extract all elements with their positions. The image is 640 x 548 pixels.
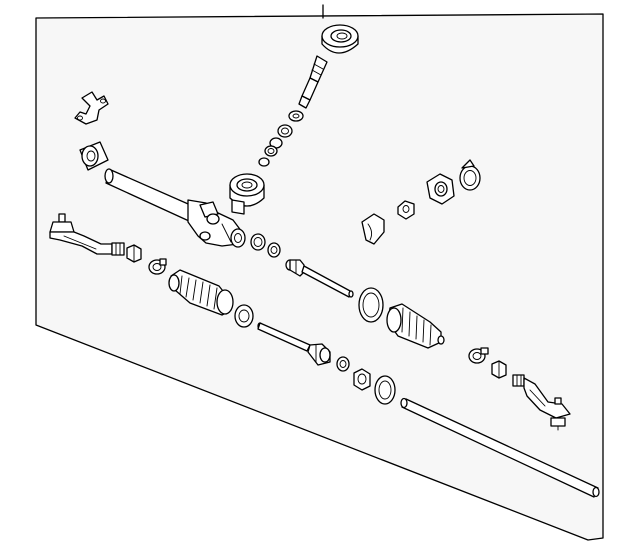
rack-housing-body: [187, 199, 246, 248]
lower-seal-rings: [336, 356, 371, 391]
left-boot: [168, 269, 234, 316]
rack-mount-bushing: [79, 141, 109, 171]
gear-o-rings: [250, 233, 281, 258]
right-outer-tie-rod: [512, 374, 571, 431]
right-boot-clamp: [468, 347, 489, 364]
adjuster-cover: [459, 159, 481, 191]
adjuster-plug-parts: [397, 200, 415, 220]
pinion-shaft: [298, 55, 328, 109]
left-boot-ring: [234, 304, 254, 328]
right-boot-ring: [358, 287, 384, 323]
pinion-bearing-cap: [321, 24, 359, 54]
left-boot-clamp: [148, 258, 167, 275]
bushing-block: [361, 213, 385, 245]
rack-bracket: [74, 91, 109, 125]
adjuster-plug: [426, 173, 455, 205]
steering-rack-bar: [400, 397, 600, 498]
left-inner-tie-rod: [285, 259, 354, 298]
right-boot: [386, 303, 445, 349]
left-outer-tie-rod: [49, 213, 125, 256]
left-jam-nut: [126, 244, 142, 263]
pinion-seals: [258, 110, 304, 167]
lower-seal-ring: [374, 375, 396, 405]
valve-housing: [229, 173, 265, 215]
right-jam-nut: [491, 360, 507, 379]
lower-inner-tie-rod: [257, 322, 331, 366]
